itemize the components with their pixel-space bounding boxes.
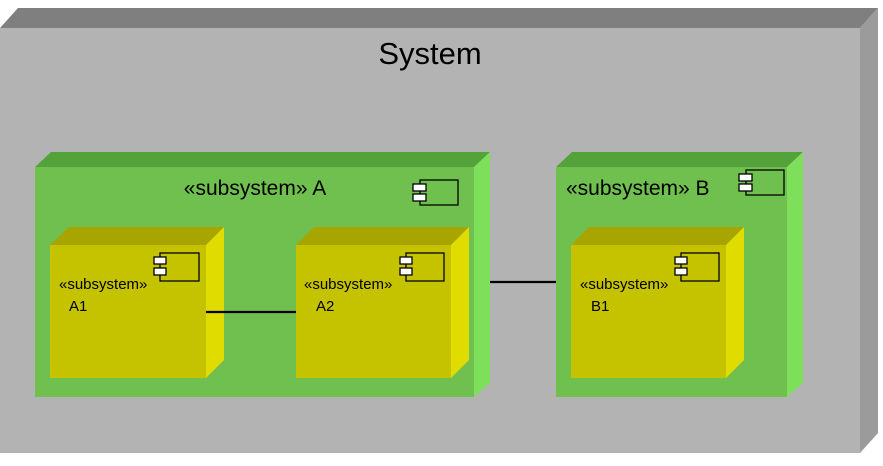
- subsystem-a1-node: «subsystem» A1: [50, 227, 224, 378]
- subsystem-a1-front: [50, 245, 206, 378]
- component-icon: [412, 179, 459, 206]
- subsystem-b-top: [556, 152, 803, 167]
- subsystem-a2-top: [296, 227, 469, 245]
- subsystem-a2-stereotype: «subsystem»: [304, 276, 392, 293]
- subsystem-a2-node: «subsystem» A2: [296, 227, 469, 378]
- subsystem-a1-name: A1: [69, 298, 87, 315]
- component-icon: [399, 252, 445, 282]
- subsystem-a1-side: [206, 227, 224, 378]
- subsystem-b1-top: [571, 227, 744, 245]
- subsystem-a1-stereotype: «subsystem»: [59, 276, 147, 293]
- subsystem-a2-name: A2: [316, 298, 334, 315]
- subsystem-a-top: [35, 152, 490, 167]
- system-title: System: [378, 36, 481, 71]
- subsystem-a1-top: [50, 227, 224, 245]
- subsystem-b1-stereotype: «subsystem»: [580, 276, 668, 293]
- subsystem-a-label: «subsystem» A: [184, 177, 326, 200]
- component-icon: [674, 252, 720, 282]
- subsystem-b1-node: «subsystem» B1: [571, 227, 744, 378]
- subsystem-a2-side: [451, 227, 469, 378]
- subsystem-b1-side: [726, 227, 744, 378]
- system-node-top: [0, 8, 878, 28]
- subsystem-b-side: [787, 152, 803, 397]
- subsystem-b-label: «subsystem» B: [566, 177, 710, 200]
- component-icon: [738, 169, 785, 196]
- subsystem-a-side: [474, 152, 490, 397]
- component-icon: [153, 252, 200, 282]
- subsystem-b1-front: [571, 245, 726, 378]
- subsystem-a-node: «subsystem» A «subsystem» A1 «subsystem»: [35, 152, 490, 397]
- subsystem-b-node: «subsystem» B «subsystem» B1: [556, 152, 803, 397]
- subsystem-b1-name: B1: [591, 298, 609, 315]
- subsystem-a2-front: [296, 245, 451, 378]
- system-node-side: [860, 8, 878, 453]
